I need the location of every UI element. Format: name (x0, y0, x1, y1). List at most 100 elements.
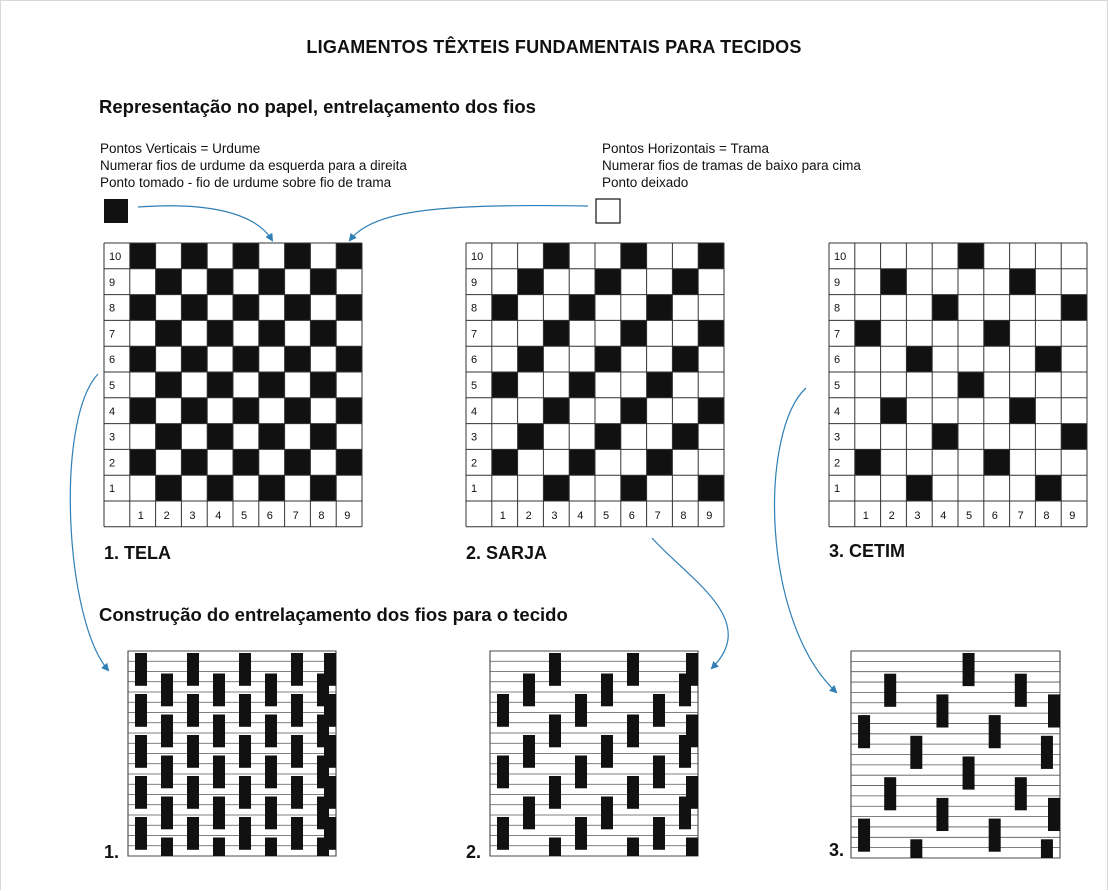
warp-float (910, 839, 923, 858)
filled-point (181, 449, 208, 476)
filled-point (646, 294, 673, 321)
row-number: 1 (834, 483, 840, 495)
warp-float (686, 714, 698, 748)
fabric-drawing-2 (489, 650, 699, 857)
weave-label-cetim: 3. CETIM (829, 541, 906, 561)
row-number: 7 (109, 328, 115, 340)
filled-point (517, 268, 544, 295)
row-number: 4 (471, 406, 477, 418)
column-number: 8 (1043, 510, 1049, 522)
warp-float (601, 673, 613, 707)
filled-point (258, 268, 285, 295)
filled-point (698, 397, 724, 424)
arrow-weft-to-grid (348, 204, 589, 242)
warp-float (135, 776, 147, 809)
warp-float (549, 714, 561, 748)
arrow-cetim-to-fabric (773, 387, 838, 694)
legend-weft-line-2: Numerar fios de tramas de baixo para cim… (602, 158, 861, 173)
filled-point (155, 268, 182, 295)
legend-weft: Pontos Horizontais = Trama Numerar fios … (602, 140, 861, 191)
warp-float (324, 653, 336, 686)
warp-float (239, 735, 251, 768)
filled-point (233, 449, 259, 476)
filled-point (569, 294, 595, 321)
column-number: 7 (655, 510, 661, 522)
filled-point (880, 268, 907, 295)
filled-point (1009, 268, 1036, 295)
filled-point (336, 346, 362, 372)
column-number: 1 (863, 510, 869, 522)
row-number: 3 (109, 432, 115, 444)
warp-float (653, 817, 665, 850)
warp-float (601, 796, 613, 830)
row-number: 1 (471, 483, 477, 495)
filled-point (258, 475, 285, 501)
warp-float (988, 818, 1001, 852)
filled-point (181, 243, 208, 269)
warp-float (291, 653, 303, 686)
filled-point (284, 449, 311, 476)
column-number: 2 (164, 510, 170, 522)
filled-point (310, 320, 337, 347)
filled-point (233, 294, 259, 321)
warp-float (653, 694, 665, 727)
warp-float (135, 653, 147, 686)
filled-point (1009, 397, 1036, 424)
warp-float (239, 694, 251, 727)
warp-float (627, 653, 639, 686)
filled-point (310, 423, 337, 450)
filled-point (1035, 346, 1062, 372)
warp-float (575, 755, 587, 789)
filled-point (129, 449, 156, 476)
legend-warp-line-3: Ponto tomado - fio de urdume sobre fio d… (100, 175, 392, 190)
warp-float (549, 776, 561, 809)
filled-point (672, 268, 699, 295)
column-number: 5 (241, 510, 247, 522)
warp-float (858, 818, 871, 852)
column-number: 3 (189, 510, 195, 522)
column-number: 8 (318, 510, 324, 522)
warp-float (549, 837, 561, 856)
filled-point (336, 449, 362, 476)
filled-point (310, 372, 337, 398)
column-number: 4 (215, 510, 221, 522)
filled-point (698, 243, 724, 269)
filled-point (595, 346, 621, 372)
filled-point-legend-swatch (104, 199, 128, 223)
filled-point (155, 475, 182, 501)
filled-point (543, 475, 570, 501)
warp-float (265, 714, 277, 748)
filled-point (258, 423, 285, 450)
column-number: 9 (1069, 510, 1075, 522)
row-number: 5 (471, 380, 477, 392)
warp-float (686, 776, 698, 809)
fabric-number-3: 3. (829, 840, 845, 860)
filled-point (284, 243, 311, 269)
column-number: 4 (940, 510, 946, 522)
filled-point (129, 243, 156, 269)
warp-float (962, 756, 975, 790)
filled-point (543, 243, 570, 269)
warp-float (265, 673, 277, 707)
warp-float (858, 715, 871, 749)
page-title: LIGAMENTOS TÊXTEIS FUNDAMENTAIS PARA TEC… (306, 37, 802, 57)
column-number: 7 (1018, 510, 1024, 522)
warp-float (523, 673, 535, 707)
row-number: 6 (471, 354, 477, 366)
warp-float (187, 653, 199, 686)
column-number: 6 (267, 510, 273, 522)
filled-point (1061, 294, 1087, 321)
warp-float (627, 714, 639, 748)
warp-float (161, 673, 173, 707)
row-number: 4 (109, 406, 115, 418)
section-paper-heading: Representação no papel, entrelaçamento d… (99, 96, 536, 117)
warp-float (213, 837, 225, 856)
filled-point (932, 423, 958, 450)
fabric-number-2: 2. (466, 842, 482, 862)
filled-point (854, 449, 881, 476)
row-number: 9 (834, 277, 840, 289)
warp-float (161, 837, 173, 856)
warp-float (497, 817, 509, 850)
warp-float (686, 837, 698, 856)
